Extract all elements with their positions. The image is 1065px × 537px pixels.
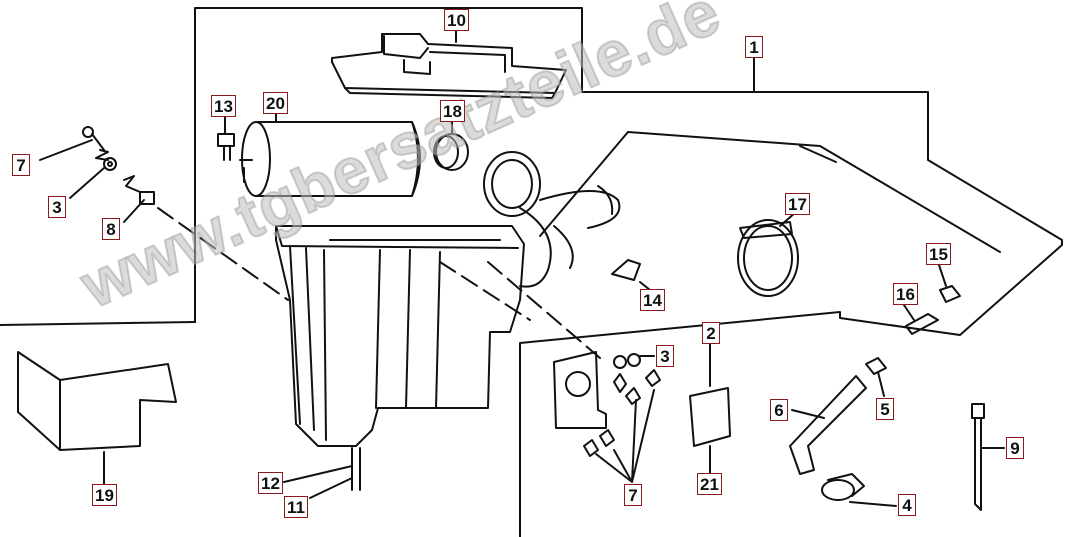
leader-6 [791, 409, 825, 419]
leader-14 [639, 281, 651, 291]
callout-14: 14 [640, 289, 665, 311]
callout-19: 19 [92, 484, 117, 506]
callout-12: 12 [258, 472, 283, 494]
callout-3-left: 3 [48, 196, 66, 218]
bracket-part [553, 351, 661, 429]
air-box-part [275, 225, 525, 491]
clip-5 [865, 357, 887, 375]
leader-8 [123, 199, 145, 223]
leader-7-left [39, 139, 93, 161]
hose-line-upper [627, 131, 1001, 253]
bolts-7-lower [583, 429, 615, 457]
filter-cover-part [331, 33, 567, 99]
leader-15 [937, 261, 947, 287]
callout-3-right: 3 [656, 345, 674, 367]
clip-8 [139, 191, 155, 205]
callout-10: 10 [444, 9, 469, 31]
hose-line-lower [539, 131, 629, 237]
callout-16: 16 [893, 283, 918, 305]
bolt-7 [82, 126, 105, 151]
clip-15 [939, 285, 961, 303]
callout-13: 13 [211, 95, 236, 117]
callout-5: 5 [876, 398, 894, 420]
leader-3-left [69, 167, 105, 199]
hose-6 [789, 375, 867, 475]
clamp-18 [433, 133, 469, 171]
shroud-19 [17, 351, 177, 451]
callout-9: 9 [1006, 437, 1024, 459]
dashed-line-left [157, 207, 289, 301]
inset-outline [0, 321, 196, 326]
leader-16 [901, 301, 915, 321]
leader-11 [309, 477, 353, 499]
dashed-line-mid2 [439, 261, 531, 321]
callout-1: 1 [745, 36, 763, 58]
leader-12 [283, 465, 353, 483]
callout-18: 18 [440, 100, 465, 122]
callout-15: 15 [926, 243, 951, 265]
callout-4: 4 [898, 494, 916, 516]
assembly-outline [194, 7, 1063, 537]
cable-tie-9 [971, 403, 985, 511]
intake-duct-part [483, 151, 621, 288]
clamp-4 [821, 473, 865, 501]
callout-20: 20 [263, 92, 288, 114]
leader-4 [849, 501, 897, 507]
pad-21 [689, 387, 731, 447]
callout-8: 8 [102, 218, 120, 240]
leader-7-right [595, 389, 655, 483]
nut-3 [103, 157, 117, 171]
clamp-17 [737, 219, 799, 297]
callout-11: 11 [284, 496, 308, 518]
leader-5 [877, 371, 885, 397]
clamp-14 [611, 259, 641, 281]
callout-17: 17 [785, 193, 810, 215]
filter-element-part [239, 121, 421, 197]
callout-6: 6 [770, 399, 788, 421]
dashed-line-mid [487, 261, 601, 359]
callout-7-right: 7 [624, 484, 642, 506]
callout-21: 21 [697, 473, 722, 495]
callout-7-left: 7 [12, 154, 30, 176]
screw-13 [217, 133, 235, 161]
clip-16 [905, 313, 939, 335]
callout-2: 2 [702, 322, 720, 344]
